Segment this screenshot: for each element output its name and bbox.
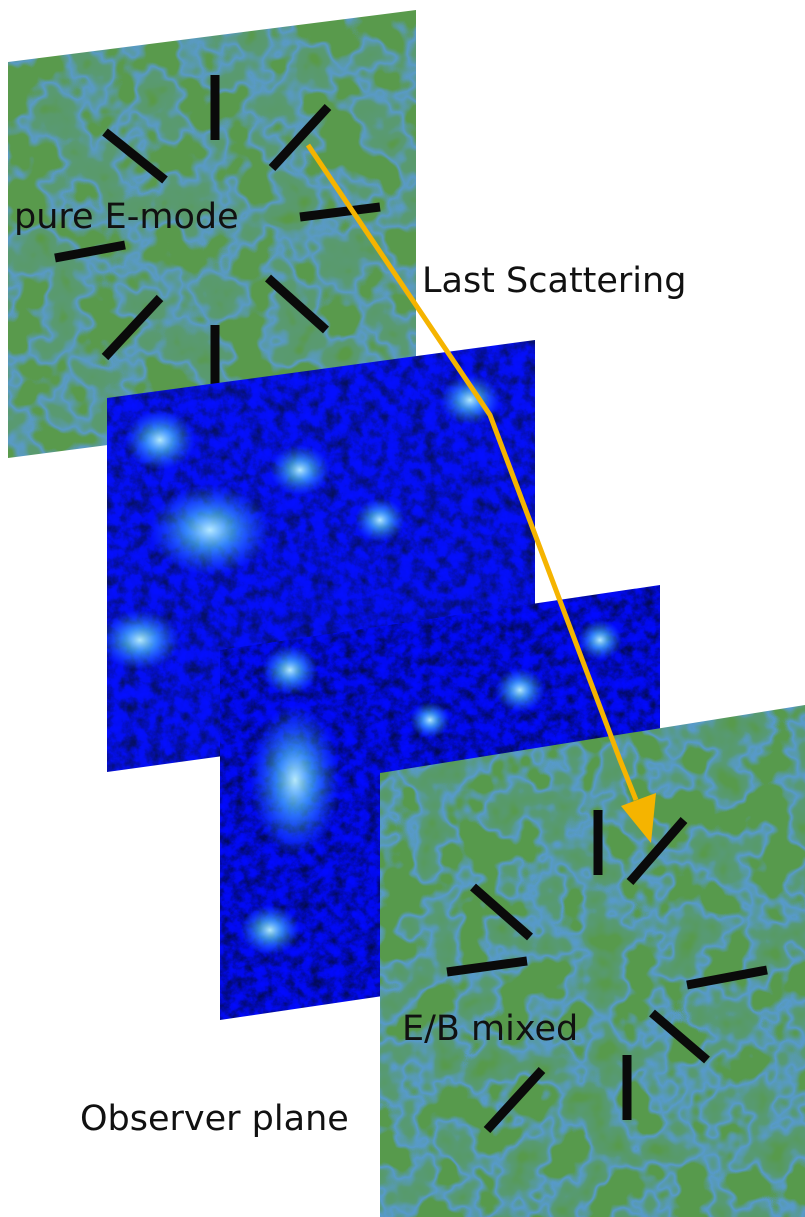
- polarization-stick: [101, 294, 164, 361]
- light-path-arrow: [305, 143, 656, 843]
- polarization-stick: [649, 1009, 710, 1064]
- polarization-stick: [626, 817, 688, 885]
- polarization-stick: [686, 965, 768, 990]
- e-b-mixed-label: E/B mixed: [402, 1009, 578, 1049]
- polarization-stick: [54, 240, 126, 263]
- polarization-stick: [102, 128, 168, 184]
- polarization-stick: [264, 274, 330, 334]
- observer-map: [380, 705, 805, 1217]
- last-scattering-label: Last Scattering: [422, 261, 686, 301]
- polarization-stick: [470, 883, 533, 941]
- e-mode-sticks: [54, 75, 381, 390]
- e-b-mixed-sticks: [446, 810, 768, 1134]
- arrowhead: [621, 793, 656, 843]
- pure-e-mode-label: pure E-mode: [14, 197, 239, 237]
- polarization-stick: [268, 103, 332, 172]
- polarization-stick: [299, 202, 381, 222]
- polarization-stick: [446, 956, 528, 977]
- observer-plane-label: Observer plane: [80, 1099, 349, 1139]
- polarization-stick: [483, 1066, 546, 1134]
